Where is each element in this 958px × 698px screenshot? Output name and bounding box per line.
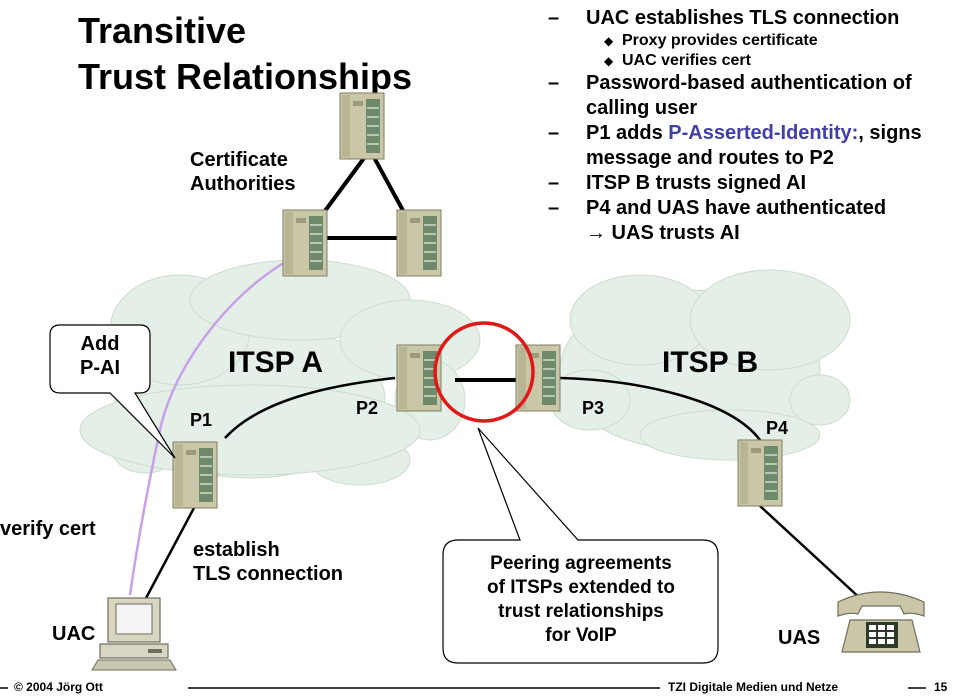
slide-title: Transitive Trust Relationships bbox=[78, 8, 412, 100]
uac-label: UAC bbox=[52, 623, 96, 645]
proxy-p2-label: P2 bbox=[356, 398, 379, 418]
proxy-p4-server bbox=[737, 439, 783, 507]
p-asserted-identity-highlight: P-Asserted-Identity: bbox=[668, 122, 859, 144]
peering-callout bbox=[442, 427, 719, 664]
cert-verify-line bbox=[128, 250, 306, 596]
sub-bullet-item: ◆UAC verifies cert bbox=[604, 52, 751, 69]
uac-computer-icon bbox=[91, 597, 177, 671]
bullet-item: –P4 and UAS have authenticated→ UAS trus… bbox=[548, 197, 887, 244]
peering-callout-text: Peering agreements of ITSPs extended to … bbox=[487, 553, 675, 646]
bullet-item: –P1 adds P-Asserted-Identity:, signs mes… bbox=[548, 122, 922, 169]
diamond-icon: ◆ bbox=[604, 34, 614, 48]
add-pai-callout bbox=[49, 324, 176, 459]
proxy-p1-server bbox=[172, 441, 218, 509]
bullet-list: –UAC establishes TLS connection ◆Proxy p… bbox=[548, 6, 958, 246]
bullet-item: –Password-based authentication of callin… bbox=[548, 72, 912, 119]
ca-server-right bbox=[396, 209, 442, 277]
sub-bullet-item: ◆Proxy provides certificate bbox=[604, 32, 818, 49]
footer-page-number: 15 bbox=[934, 680, 948, 694]
ca-server-left bbox=[282, 209, 328, 277]
uas-label: UAS bbox=[778, 627, 821, 649]
uas-phone-icon bbox=[837, 591, 925, 653]
network-links bbox=[143, 376, 863, 601]
bullet-item: –UAC establishes TLS connection bbox=[548, 7, 900, 29]
ca-server-top bbox=[339, 92, 385, 160]
diamond-icon: ◆ bbox=[604, 54, 614, 68]
peering-ring bbox=[433, 321, 535, 423]
footer-copyright: © 2004 Jörg Ott bbox=[14, 680, 103, 694]
proxy-p1-label: P1 bbox=[190, 410, 213, 430]
footer-institution: TZI Digitale Medien und Netze bbox=[668, 680, 839, 694]
itsp-b-label: ITSP B bbox=[662, 346, 759, 379]
proxy-p3-label: P3 bbox=[582, 398, 605, 418]
bullet-item: –ITSP B trusts signed AI bbox=[548, 172, 807, 194]
itsp-a-label: ITSP A bbox=[228, 346, 324, 379]
itsp-b-cloud bbox=[549, 269, 851, 461]
verify-cert-label: verify cert bbox=[0, 518, 96, 540]
slide-title-line-2: Trust Relationships bbox=[78, 56, 413, 97]
slide-title-line-1: Transitive bbox=[78, 10, 247, 51]
proxy-p4-label: P4 bbox=[766, 418, 789, 438]
